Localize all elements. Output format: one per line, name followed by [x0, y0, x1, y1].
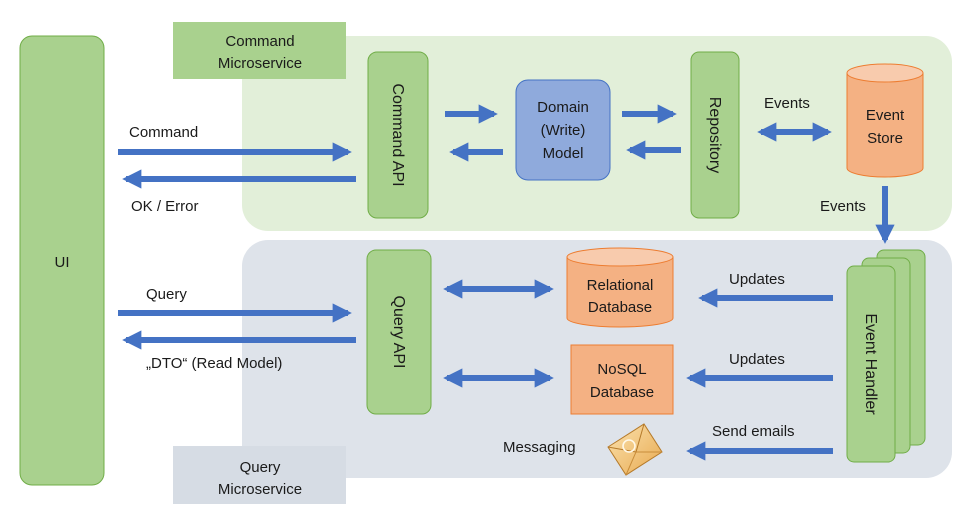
svg-text:Microservice: Microservice: [218, 481, 302, 498]
command-microservice-tag: Command Microservice: [173, 22, 346, 79]
svg-text:Relational: Relational: [587, 277, 654, 294]
dto-label: „DTO“ (Read Model): [146, 355, 282, 372]
nosql-database-box: NoSQL Database: [570, 344, 674, 415]
svg-text:Event Handler: Event Handler: [862, 313, 879, 415]
svg-text:(Write): (Write): [541, 122, 586, 139]
event-handler-stack: Event Handler: [846, 249, 926, 463]
svg-text:NoSQL: NoSQL: [597, 361, 646, 378]
query-microservice-tag: Query Microservice: [173, 446, 346, 504]
command-label: Command: [129, 124, 198, 141]
svg-text:Query: Query: [240, 459, 281, 476]
svg-text:Query API: Query API: [390, 296, 407, 369]
command-api-box: Command API: [367, 51, 429, 219]
event-store-cylinder: Event Store: [846, 63, 924, 178]
query-api-box: Query API: [366, 249, 432, 415]
svg-text:UI: UI: [55, 254, 70, 271]
updates-label-2: Updates: [729, 351, 785, 368]
updates-label-1: Updates: [729, 271, 785, 288]
svg-text:Store: Store: [867, 130, 903, 147]
repository-box: Repository: [690, 51, 740, 219]
events-label: Events: [764, 95, 810, 112]
relational-database-cylinder: Relational Database: [566, 247, 674, 328]
events-down-label: Events: [820, 198, 866, 215]
ui-box: UI: [19, 35, 105, 486]
messaging-label: Messaging: [503, 439, 576, 456]
send-emails-label: Send emails: [712, 423, 795, 440]
svg-text:Command: Command: [225, 33, 294, 50]
ok-error-label: OK / Error: [131, 198, 199, 215]
svg-text:Database: Database: [590, 384, 654, 401]
svg-text:Domain: Domain: [537, 99, 589, 116]
svg-text:Command API: Command API: [389, 83, 406, 186]
query-label: Query: [146, 286, 187, 303]
svg-text:Repository: Repository: [706, 97, 723, 173]
svg-text:Model: Model: [543, 145, 584, 162]
svg-text:Microservice: Microservice: [218, 55, 302, 72]
svg-text:Event: Event: [866, 107, 905, 124]
email-envelope-icon: [607, 423, 663, 476]
domain-model-box: Domain (Write) Model: [515, 79, 611, 181]
svg-text:Database: Database: [588, 299, 652, 316]
